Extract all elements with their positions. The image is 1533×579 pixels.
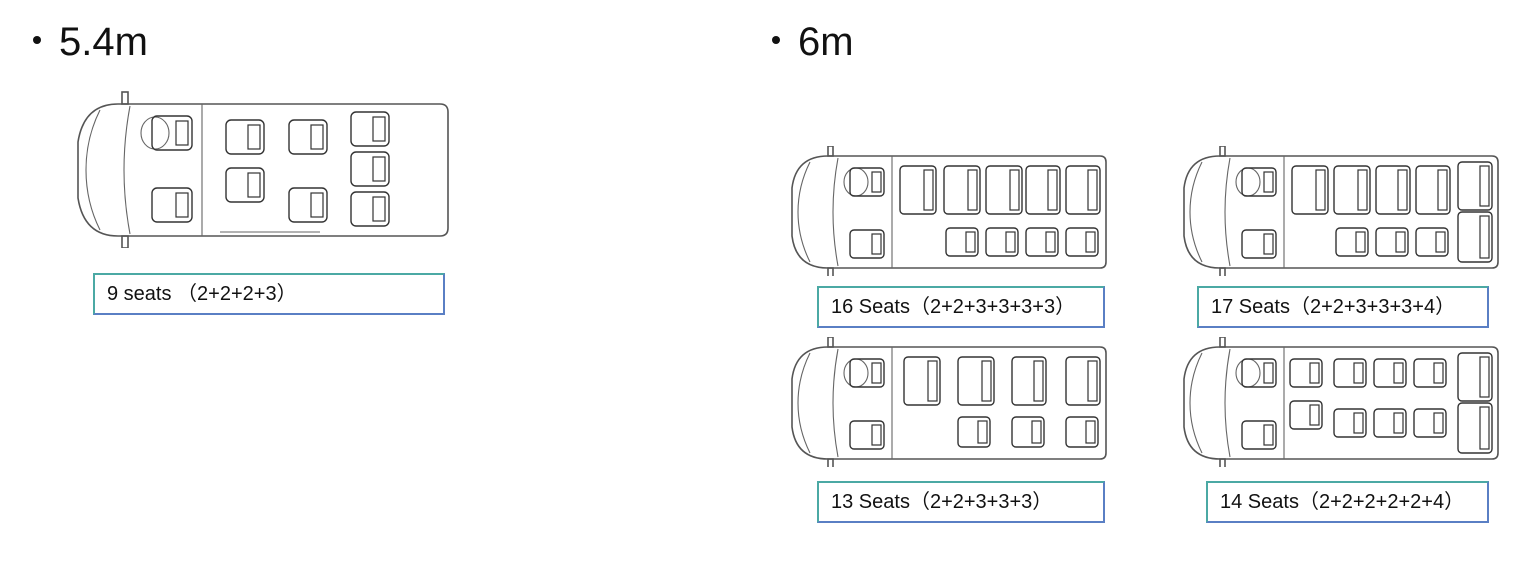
section-heading-6m: 6m — [772, 22, 854, 62]
layout-caption: 14 Seats（2+2+2+2+2+4） — [1206, 481, 1489, 523]
seats-group — [1289, 352, 1493, 454]
seats-group — [1291, 161, 1493, 263]
layout-caption: 9 seats （2+2+2+3） — [93, 273, 445, 315]
seats-group — [151, 111, 390, 227]
layout-caption: 17 Seats（2+2+3+3+3+4） — [1197, 286, 1489, 328]
seats-group — [899, 165, 1101, 257]
bullet-icon — [772, 36, 780, 45]
van-diagram-13-seats — [791, 337, 1107, 467]
van-diagram-14-seats — [1183, 337, 1499, 467]
van-diagram-16-seats — [791, 146, 1107, 276]
van-diagram-17-seats — [1183, 146, 1499, 276]
seats-group — [903, 356, 1101, 448]
section-label: 5.4m — [59, 20, 148, 64]
layout-caption: 16 Seats（2+2+3+3+3+3） — [817, 286, 1105, 328]
van-diagram-9-seats — [77, 91, 449, 248]
section-heading-5-4m: 5.4m — [33, 22, 148, 62]
section-label: 6m — [798, 20, 854, 64]
bullet-icon — [33, 36, 41, 45]
layout-caption: 13 Seats（2+2+3+3+3） — [817, 481, 1105, 523]
